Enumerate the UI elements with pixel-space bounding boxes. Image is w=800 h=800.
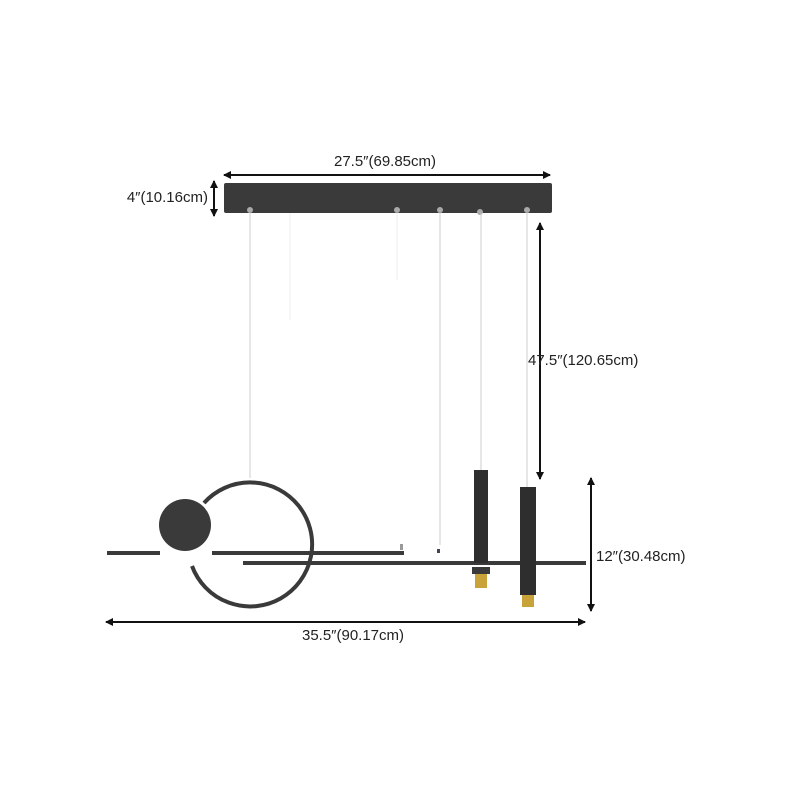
dimension-arrows — [105, 171, 595, 626]
fixture-width-label: 35.5″(90.17cm) — [302, 627, 404, 644]
fixture-height-label: 12″(30.48cm) — [596, 548, 686, 565]
pendant-fixture — [107, 470, 586, 609]
suspension-wires — [249, 213, 528, 545]
cylinder-light-2 — [520, 487, 536, 607]
ceiling-canopy — [224, 183, 552, 215]
canopy-height-label: 4″(10.16cm) — [127, 189, 208, 206]
canopy-width-label: 27.5″(69.85cm) — [334, 153, 436, 170]
hanging-length-label: 47.5″(120.65cm) — [528, 352, 638, 369]
disc — [159, 499, 211, 551]
ring — [190, 480, 315, 609]
cylinder-light-1 — [472, 470, 490, 588]
